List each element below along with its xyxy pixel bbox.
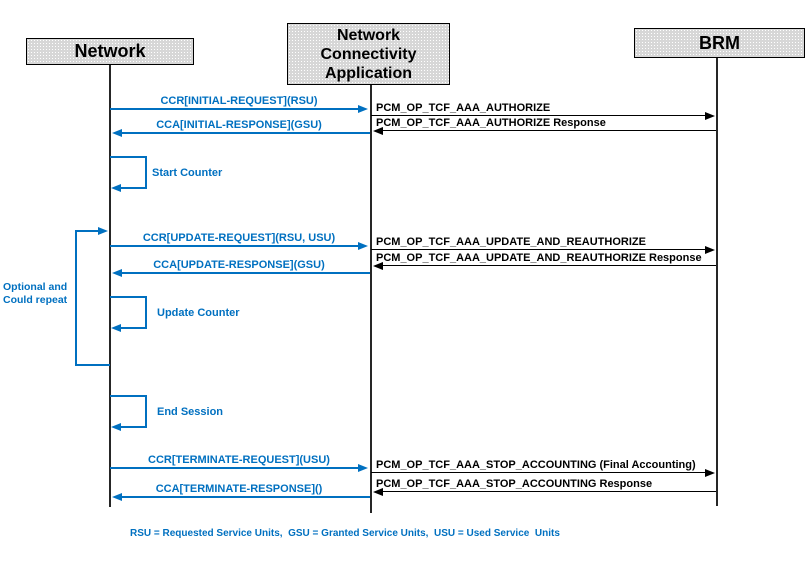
message-label-pcm-stop-accounting-response: PCM_OP_TCF_AAA_STOP_ACCOUNTING Response	[376, 478, 653, 490]
arrowhead-left-icon	[111, 184, 121, 192]
message-line	[122, 132, 370, 134]
self-action-label-end-session: End Session	[157, 406, 224, 418]
loop-bottom-line	[121, 426, 147, 428]
arrowhead-left-icon	[112, 269, 122, 277]
message-label-ccr-initial-request: CCR[INITIAL-REQUEST](RSU)	[160, 95, 318, 107]
lifeline-network-connectivity-application	[370, 85, 372, 513]
arrowhead-right-icon	[705, 246, 715, 254]
message-line	[383, 491, 716, 493]
actor-label-network-connectivity-application: Network Connectivity Application	[320, 26, 417, 82]
loop-top-line	[110, 395, 147, 397]
message-line	[371, 249, 705, 251]
message-line	[110, 467, 358, 469]
lifeline-brm	[716, 58, 718, 506]
actor-label-brm: BRM	[699, 32, 740, 53]
message-line	[122, 272, 370, 274]
message-label-pcm-update-reauthorize-response: PCM_OP_TCF_AAA_UPDATE_AND_REAUTHORIZE Re…	[376, 252, 702, 264]
loop-right-line	[145, 395, 147, 428]
note-line-1: Optional and	[3, 281, 68, 293]
message-line	[110, 245, 358, 247]
actor-box-network: Network	[26, 38, 194, 65]
arrowhead-right-icon	[358, 464, 368, 472]
legend-note: RSU = Requested Service Units, GSU = Gra…	[130, 528, 560, 539]
optional-repeat-note: Optional and Could repeat	[3, 281, 67, 307]
actor-label-network: Network	[74, 41, 146, 61]
note-line-2: Could repeat	[3, 294, 68, 306]
arrowhead-left-icon	[112, 493, 122, 501]
arrowhead-right-icon	[98, 227, 108, 235]
message-label-ccr-terminate-request: CCR[TERMINATE-REQUEST](USU)	[148, 454, 330, 466]
message-label-pcm-stop-accounting: PCM_OP_TCF_AAA_STOP_ACCOUNTING (Final Ac…	[376, 459, 696, 471]
message-line	[110, 108, 358, 110]
message-line	[371, 472, 705, 474]
arrowhead-left-icon	[373, 127, 383, 135]
lifeline-network	[109, 65, 111, 507]
arrowhead-right-icon	[705, 469, 715, 477]
message-label-cca-terminate-response: CCA[TERMINATE-RESPONSE]()	[155, 483, 323, 495]
loop-top-line	[110, 156, 147, 158]
message-line	[371, 115, 705, 117]
loop-bottom-line	[121, 187, 147, 189]
arrowhead-left-icon	[373, 488, 383, 496]
actor-box-network-connectivity-application: Network Connectivity Application	[287, 23, 450, 85]
bracket-left-line	[75, 230, 77, 366]
message-line	[122, 496, 370, 498]
self-action-label-update-counter: Update Counter	[157, 307, 240, 319]
loop-right-line	[145, 296, 147, 329]
arrowhead-left-icon	[111, 324, 121, 332]
message-label-cca-update-response: CCA[UPDATE-RESPONSE](GSU)	[153, 259, 325, 271]
loop-right-line	[145, 156, 147, 189]
arrowhead-left-icon	[112, 129, 122, 137]
arrowhead-left-icon	[111, 423, 121, 431]
message-line	[383, 130, 716, 132]
self-action-label-start-counter: Start Counter	[152, 167, 223, 179]
loop-bottom-line	[121, 327, 147, 329]
message-label-pcm-authorize-response: PCM_OP_TCF_AAA_AUTHORIZE Response	[376, 117, 606, 129]
message-label-pcm-update-reauthorize: PCM_OP_TCF_AAA_UPDATE_AND_REAUTHORIZE	[376, 236, 646, 248]
arrowhead-right-icon	[358, 242, 368, 250]
message-label-pcm-authorize: PCM_OP_TCF_AAA_AUTHORIZE	[376, 102, 551, 114]
message-line	[383, 265, 716, 267]
bracket-top-line	[75, 230, 99, 232]
arrowhead-right-icon	[705, 112, 715, 120]
arrowhead-right-icon	[358, 105, 368, 113]
loop-top-line	[110, 296, 147, 298]
arrowhead-left-icon	[373, 262, 383, 270]
bracket-bottom-line	[75, 364, 110, 366]
message-label-cca-initial-response: CCA[INITIAL-RESPONSE](GSU)	[156, 119, 322, 131]
actor-box-brm: BRM	[634, 28, 805, 58]
message-label-ccr-update-request: CCR[UPDATE-REQUEST](RSU, USU)	[142, 232, 336, 244]
